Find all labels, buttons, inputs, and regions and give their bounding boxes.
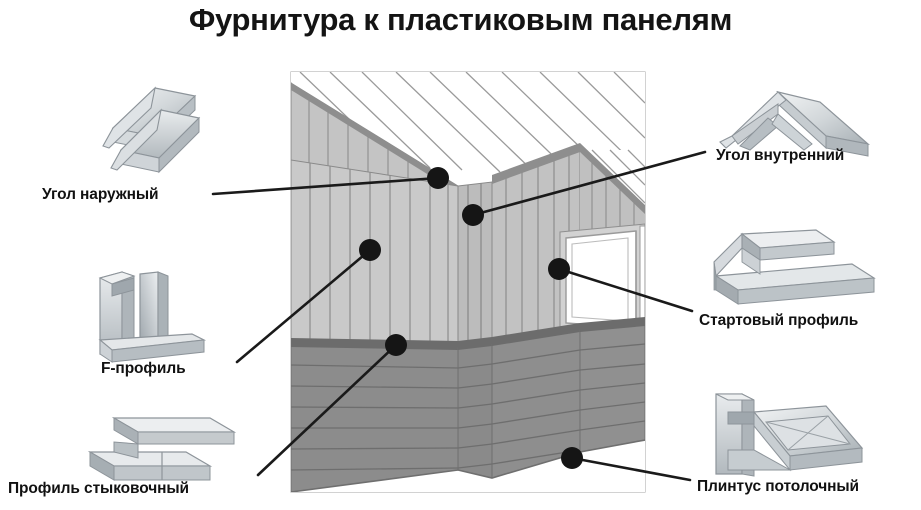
leader-joint-profile [256,343,398,477]
leader-lines [211,150,707,482]
marker-start-profile [548,258,570,280]
leader-f-profile [235,248,372,364]
marker-outer-corner [427,167,449,189]
inner-corner-profile-icon [719,90,871,157]
callout-label-start-profile: Стартовый профиль [699,312,859,329]
marker-joint-profile [385,334,407,356]
page-title: Фурнитура к пластиковым панелям [188,2,733,37]
start-profile-icon [713,229,876,305]
marker-ceiling-skirting [561,447,583,469]
callout-label-ceiling-skirting: Плинтус потолочный [697,478,859,495]
ceiling-skirting-icon [715,393,864,477]
callout-label-joint-profile: Профиль стыковочный [8,480,189,497]
window [559,223,645,337]
leader-ceiling-skirting [570,456,692,482]
leader-inner-corner [471,150,707,217]
callout-label-outer-corner: Угол наружный [42,186,159,203]
f-profile-icon [98,271,207,363]
joint-profile-icon [87,417,237,481]
leader-outer-corner [211,176,440,196]
marker-f-profile [359,239,381,261]
room-illustration [290,71,646,493]
callout-label-inner-corner: Угол внутренний [716,147,845,164]
marker-inner-corner [462,204,484,226]
leader-start-profile [557,267,694,313]
outer-corner-profile-icon [102,86,201,174]
callout-label-f-profile: F-профиль [101,360,186,377]
marker-dots [359,167,583,469]
